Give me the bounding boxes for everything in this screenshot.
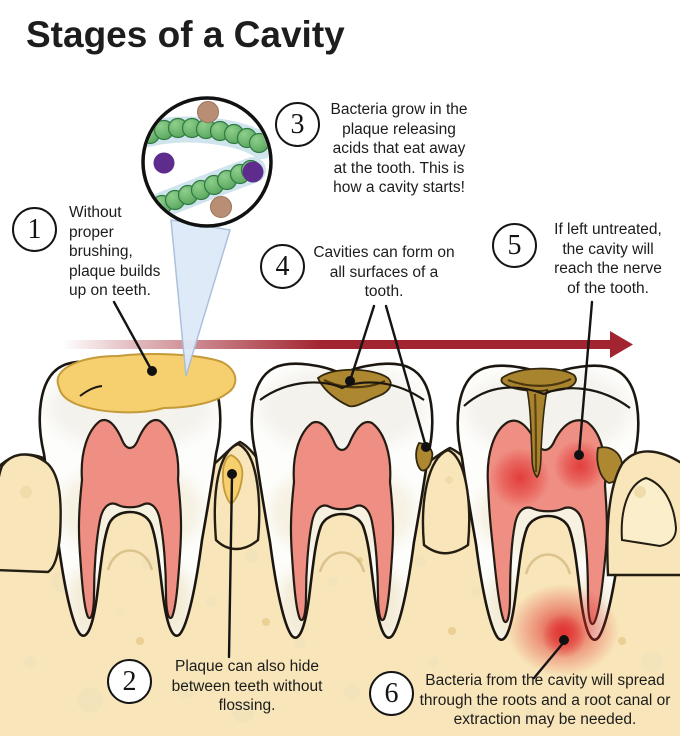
page-title: Stages of a Cavity xyxy=(26,14,345,55)
leader-lines xyxy=(112,300,594,680)
stage-3-badge: 3 xyxy=(275,102,320,147)
progression-arrow xyxy=(62,331,633,358)
tooth-stage-plaque xyxy=(38,353,237,637)
leader-dots xyxy=(147,366,584,645)
stage-4-caption: Cavities can form on all surfaces of a t… xyxy=(313,244,455,300)
stage-1-caption: Without proper brushing, plaque builds u… xyxy=(69,204,161,299)
bacteria-magnified-view xyxy=(141,96,273,228)
pulp-inflammation xyxy=(554,440,606,492)
stage-4-badge: 4 xyxy=(260,244,305,289)
tooth-stage-nerve xyxy=(456,364,640,641)
gum-spots xyxy=(20,470,646,498)
leader-line-1 xyxy=(112,300,154,373)
stage-5-badge: 5 xyxy=(492,223,537,268)
stage-3-caption: Bacteria grow in the plaque releasing ac… xyxy=(330,101,468,196)
stage-6-badge: 6 xyxy=(369,671,414,716)
arrowhead xyxy=(610,331,633,358)
bacteria-coccus-purple xyxy=(153,152,175,174)
leader-line-5 xyxy=(577,300,594,457)
gum-ridges xyxy=(0,442,680,577)
stage-5-caption: If left untreated, the cavity will reach… xyxy=(554,221,662,297)
bacteria-coccus-tan xyxy=(210,196,232,218)
cavity-channel-to-nerve xyxy=(525,387,549,479)
bacteria-coccus-tan xyxy=(197,101,219,123)
leader-line-4a xyxy=(348,304,376,383)
bacteria-coccus-purple xyxy=(242,161,264,183)
stage-6-caption: Bacteria from the cavity will spread thr… xyxy=(419,672,671,728)
stage-1-badge: 1 xyxy=(12,207,57,252)
leader-line-6 xyxy=(532,640,566,680)
leader-line-2 xyxy=(227,474,234,659)
plaque-layer xyxy=(56,353,237,414)
stage-2-caption: Plaque can also hide between teeth witho… xyxy=(171,658,323,714)
leader-line-4b xyxy=(384,304,428,449)
stage-2-badge: 2 xyxy=(107,659,152,704)
